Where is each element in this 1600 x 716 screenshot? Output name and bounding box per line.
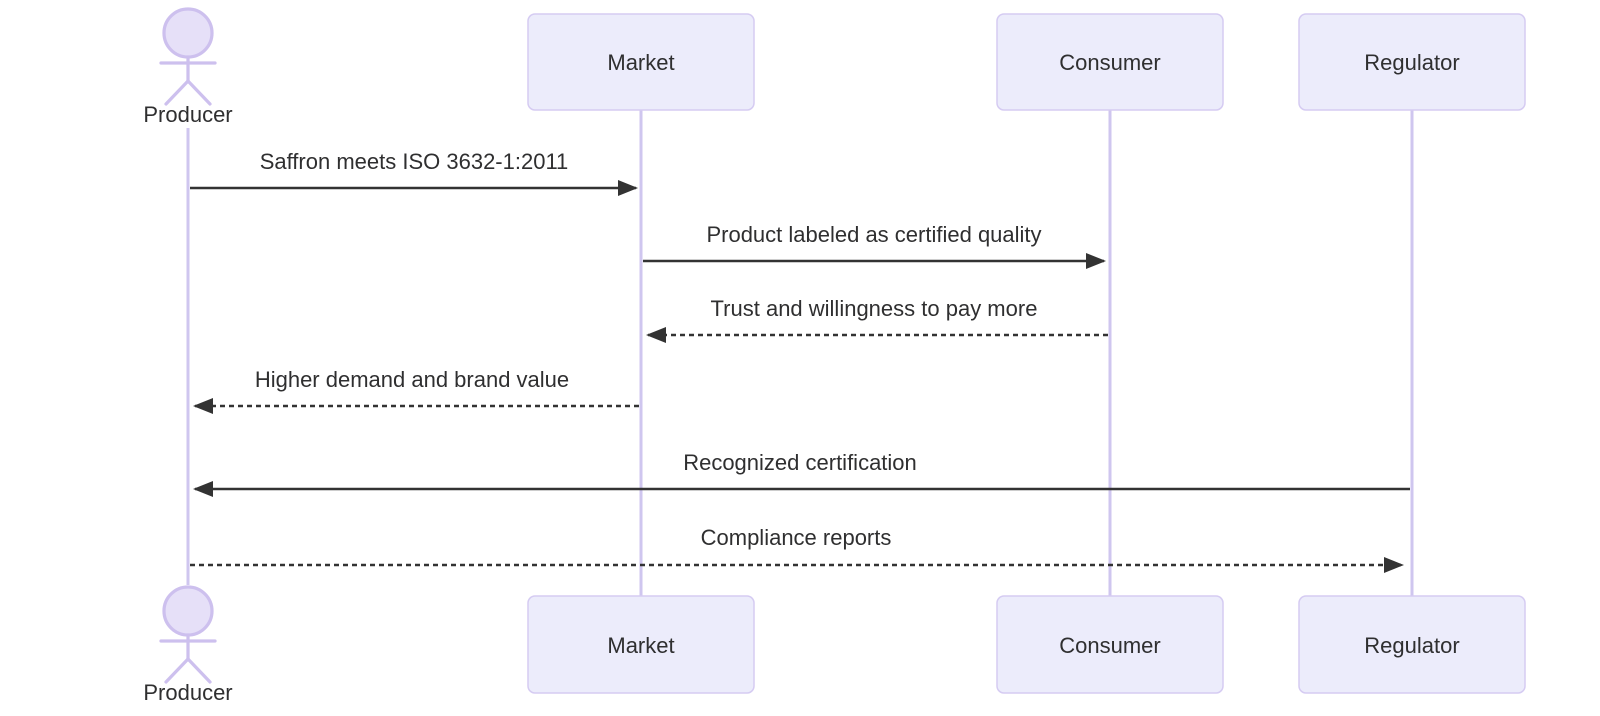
message-label-5: Recognized certification — [683, 450, 917, 475]
actor-label-producer-top: Producer — [143, 102, 232, 127]
participant-box — [527, 595, 755, 694]
actor-producer-bottom: Producer — [143, 585, 233, 705]
participant-market-bottom: Market — [527, 595, 755, 694]
lifelines — [186, 110, 1414, 596]
participant-label-consumer-bottom: Consumer — [1059, 633, 1160, 658]
message-label-4: Higher demand and brand value — [255, 367, 569, 392]
participant-label-consumer-top: Consumer — [1059, 50, 1160, 75]
message-4: Higher demand and brand value — [193, 367, 639, 414]
message-6: Compliance reports — [190, 525, 1404, 573]
message-label-1: Saffron meets ISO 3632-1:2011 — [260, 149, 569, 174]
message-label-6: Compliance reports — [701, 525, 892, 550]
message-5: Recognized certification — [193, 450, 1410, 497]
participant-regulator-top: Regulator — [1298, 13, 1526, 111]
participant-box — [1298, 13, 1526, 111]
participant-box — [1298, 595, 1526, 694]
message-label-2: Product labeled as certified quality — [706, 222, 1041, 247]
message-label-3: Trust and willingness to pay more — [711, 296, 1038, 321]
participant-label-market-bottom: Market — [607, 633, 674, 658]
actor-producer-top: Producer — [143, 7, 233, 127]
participant-market-top: Market — [527, 13, 755, 111]
participant-box — [996, 13, 1224, 111]
message-3: Trust and willingness to pay more — [646, 296, 1108, 343]
message-2: Product labeled as certified quality — [643, 222, 1106, 269]
actor-label-producer-bottom: Producer — [143, 680, 232, 705]
participant-regulator-bottom: Regulator — [1298, 595, 1526, 694]
participant-label-regulator-top: Regulator — [1364, 50, 1459, 75]
message-1: Saffron meets ISO 3632-1:2011 — [190, 149, 638, 196]
participant-box — [996, 595, 1224, 694]
participant-box — [527, 13, 755, 111]
participant-consumer-bottom: Consumer — [996, 595, 1224, 694]
person-icon — [159, 7, 217, 106]
participant-consumer-top: Consumer — [996, 13, 1224, 111]
participant-label-regulator-bottom: Regulator — [1364, 633, 1459, 658]
person-icon — [159, 585, 217, 684]
participant-label-market-top: Market — [607, 50, 674, 75]
